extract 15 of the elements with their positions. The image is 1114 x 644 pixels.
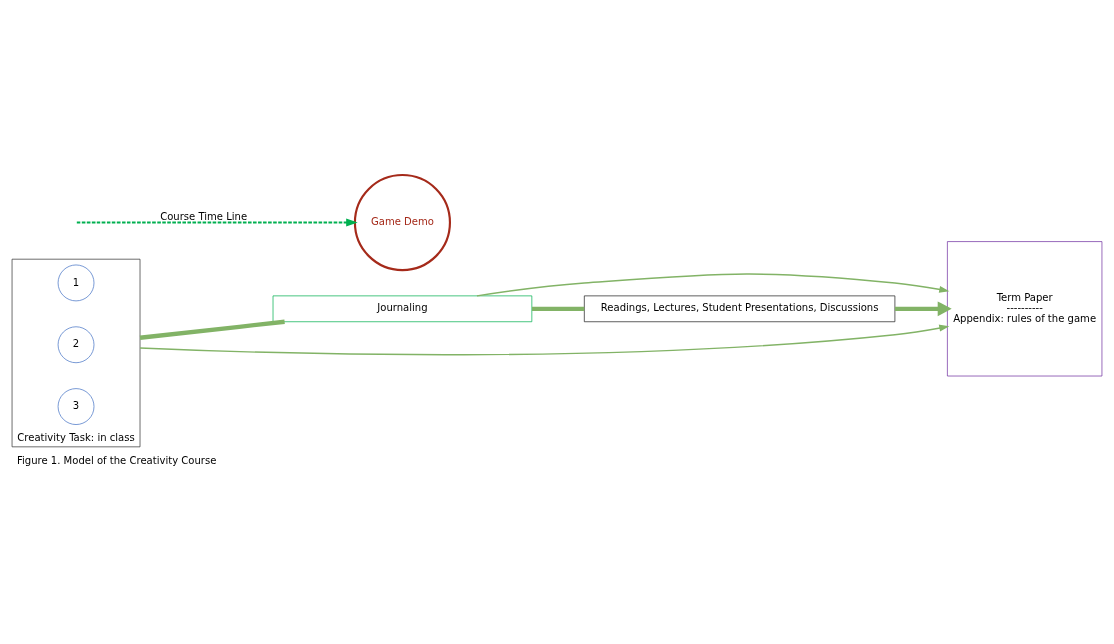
node-box: Readings, Lectures, Student Presentations, Discussions <box>583 295 896 323</box>
arrow <box>476 273 950 297</box>
node-box: Term Paper ---------- Appendix: rules of the game <box>947 241 1103 377</box>
connector <box>139 319 285 340</box>
arrow <box>76 218 358 227</box>
node-circle: 2 <box>57 326 95 364</box>
caption: Figure 1. Model of the Creativity Course <box>16 454 217 466</box>
node-circle: 1 <box>57 264 95 302</box>
node-box: Journaling <box>272 295 533 323</box>
edge-label: Course Time Line <box>160 210 248 222</box>
connector <box>532 306 585 311</box>
arrow <box>895 301 952 317</box>
arrow <box>139 324 950 356</box>
node-circle: Game Demo <box>353 173 451 272</box>
node-circle: 3 <box>57 388 95 425</box>
